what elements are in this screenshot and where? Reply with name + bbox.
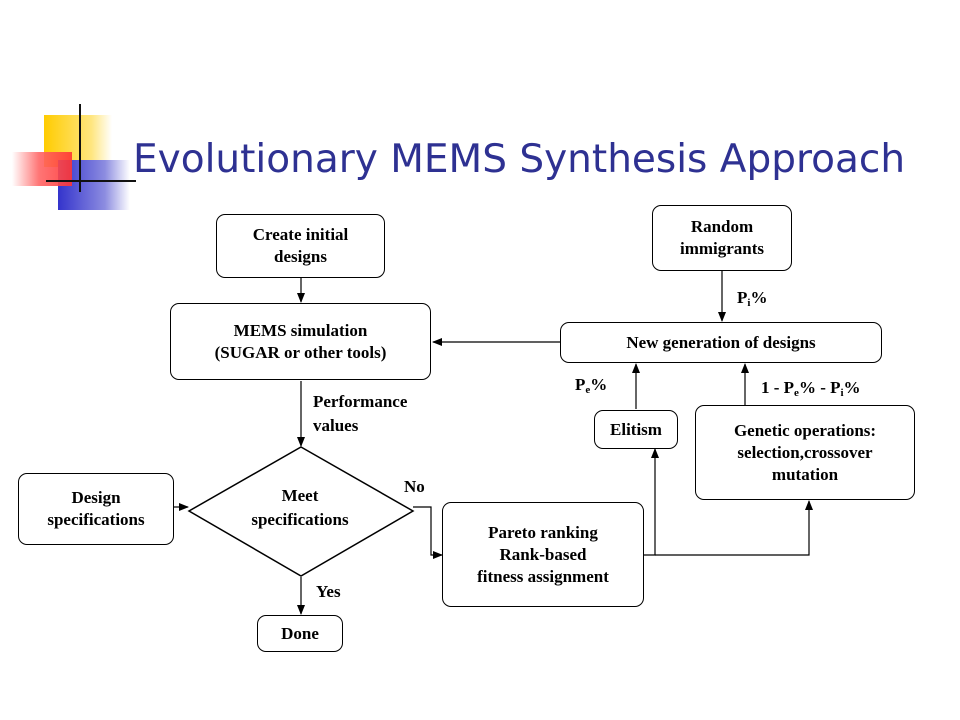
yes-label: Yes — [316, 582, 341, 601]
design-specifications-node: Design specifications — [18, 473, 174, 545]
pareto-ranking-node: Pareto ranking Rank-based fitness assign… — [442, 502, 644, 607]
arrow-pareto-to-genetic — [655, 500, 813, 556]
meet-specifications-label: Meet specifications — [251, 486, 349, 529]
arrow-meet-to-pareto — [413, 506, 443, 559]
slide-title: Evolutionary MEMS Synthesis Approach — [133, 137, 906, 182]
elitism-node: Elitism — [594, 410, 678, 449]
pi-percent-label: Pi% — [737, 288, 768, 309]
arrow-pareto-to-elitism — [644, 448, 659, 556]
no-label: No — [404, 477, 425, 496]
remainder-percent-label: 1 - Pe% - Pi% — [761, 378, 861, 399]
genetic-operations-node: Genetic operations: selection,crossover … — [695, 405, 915, 500]
new-generation-node: New generation of designs — [560, 322, 882, 363]
mems-simulation-node: MEMS simulation (SUGAR or other tools) — [170, 303, 431, 380]
create-initial-designs-node: Create initial designs — [216, 214, 385, 278]
performance-values-label: Performance values — [313, 392, 408, 435]
random-immigrants-node: Random immigrants — [652, 205, 792, 271]
meet-specifications-diamond — [187, 446, 415, 577]
pe-percent-label: Pe% — [575, 375, 608, 396]
done-node: Done — [257, 615, 343, 652]
